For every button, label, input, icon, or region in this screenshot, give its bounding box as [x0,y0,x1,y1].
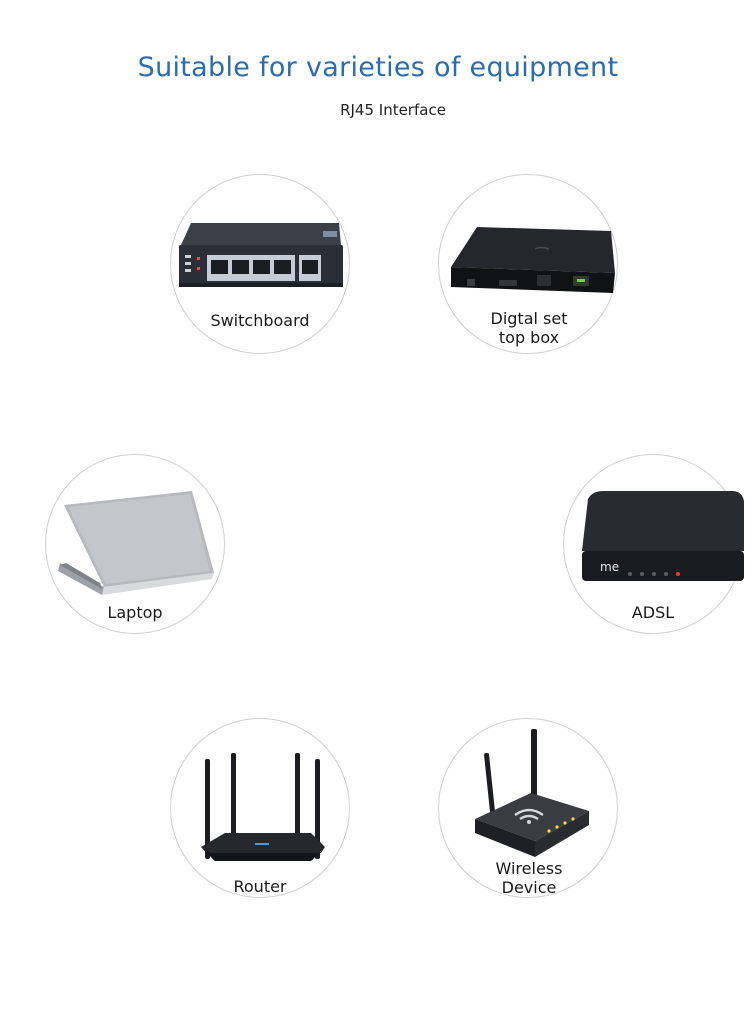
device-card-set-top-box: Digtal set top box [438,174,618,354]
switchboard-icon [179,223,343,287]
device-card-adsl: me ADSL [563,454,744,634]
device-card-router: Router [170,718,350,898]
device-card-switchboard: Switchboard [170,174,350,354]
device-label-laptop: Laptop [107,603,163,622]
page-subtitle: RJ45 Interface [340,101,446,119]
laptop-icon [58,491,214,595]
set-top-box-icon [451,227,615,293]
router-icon [201,753,325,861]
device-label-adsl: ADSL [631,603,675,622]
device-label-set-top-box: Digtal set top box [490,309,568,347]
wireless-device-icon [475,729,589,857]
device-label-switchboard: Switchboard [210,311,310,330]
adsl-logo: me [600,560,619,574]
device-label-wireless-device: Wireless Device [495,859,563,897]
adsl-modem-icon: me [582,491,744,581]
device-label-router: Router [233,877,287,896]
page-title: Suitable for varieties of equipment [137,52,619,83]
device-card-wireless-device: Wireless Device [438,718,618,898]
device-card-laptop: Laptop [45,454,225,634]
